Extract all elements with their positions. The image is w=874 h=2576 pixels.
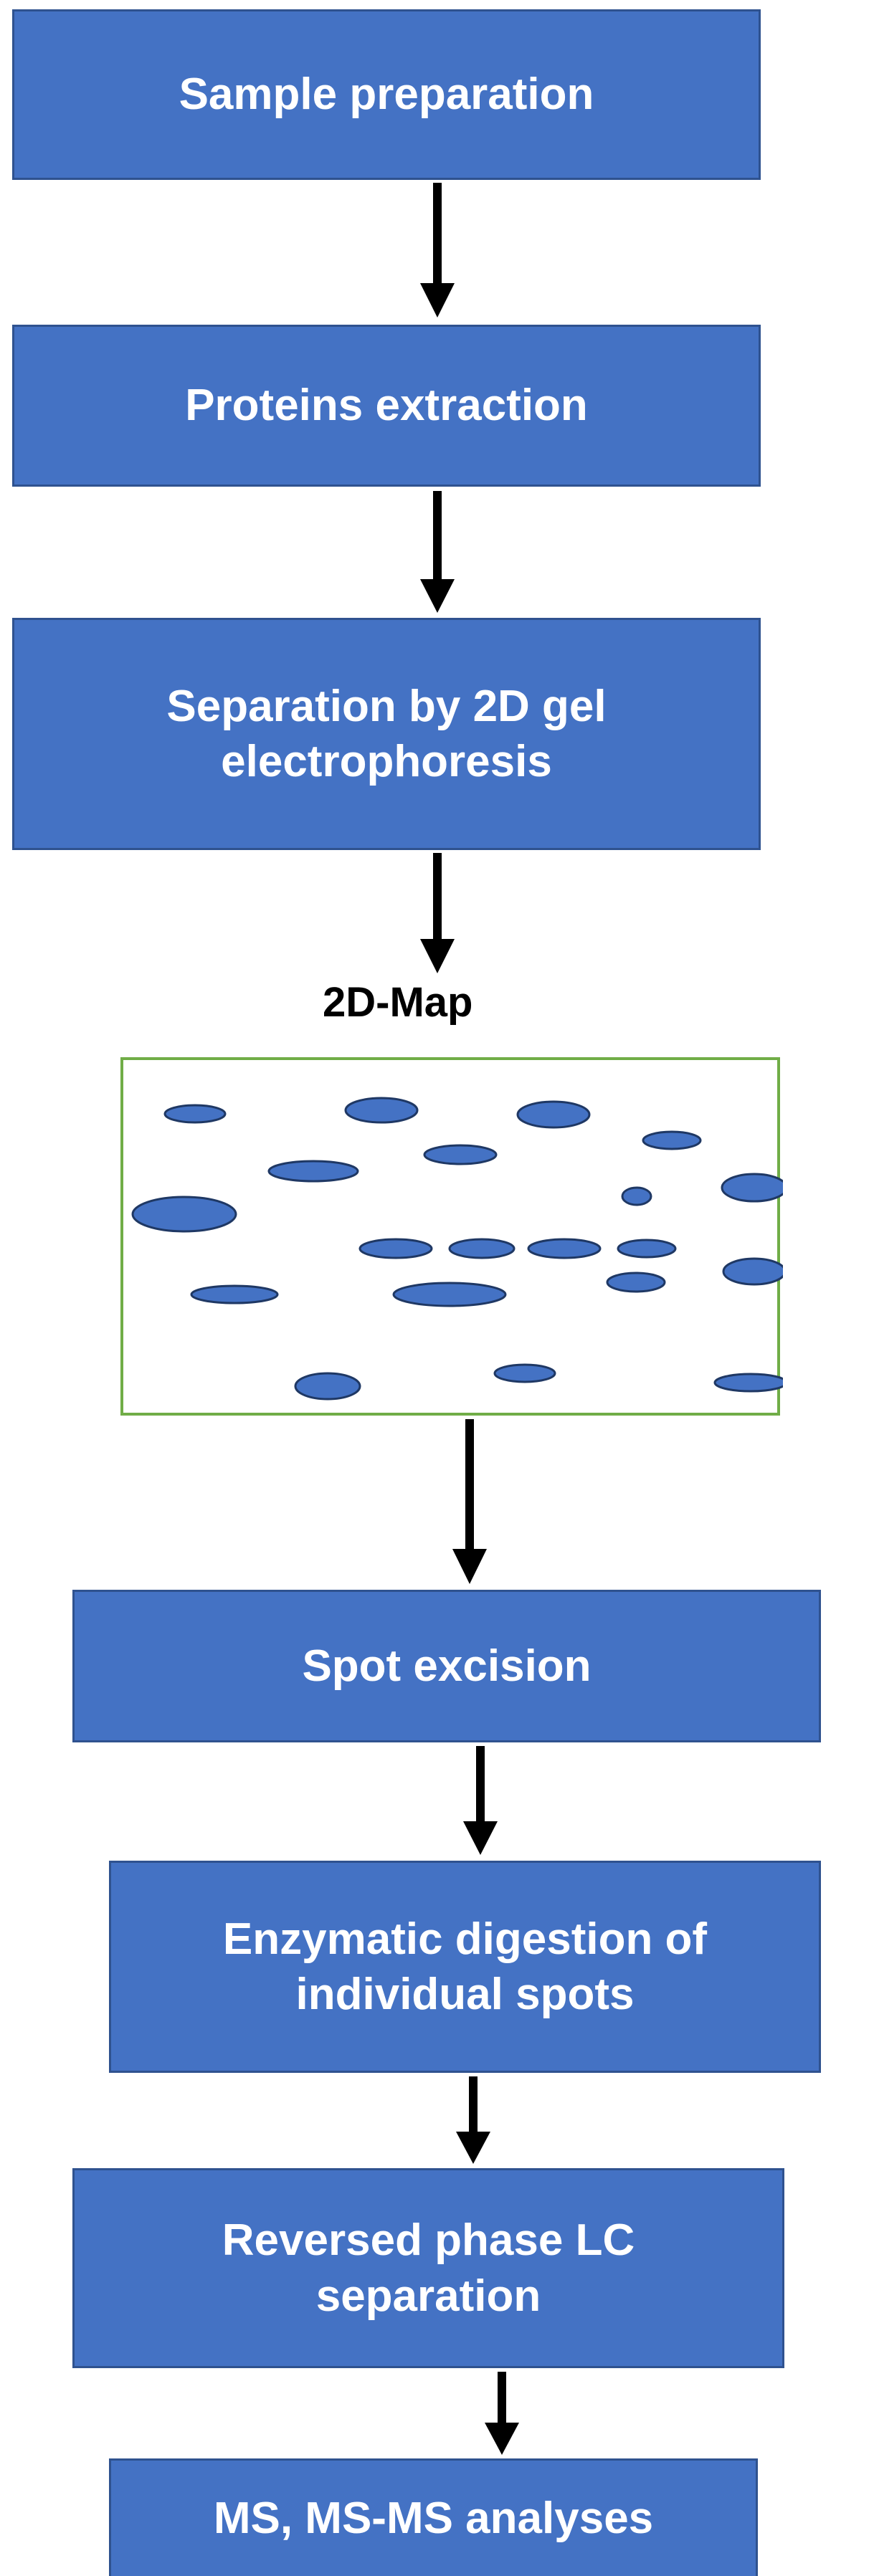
arrow-down-4: [452, 1419, 487, 1584]
arrow-down-5: [463, 1746, 498, 1855]
protein-spot: [163, 1104, 227, 1124]
arrow-down-1: [420, 183, 455, 318]
protein-spot: [267, 1160, 359, 1183]
protein-spot: [516, 1100, 591, 1129]
protein-spot: [606, 1272, 666, 1293]
protein-spot: [190, 1284, 279, 1304]
protein-spot: [358, 1238, 433, 1259]
protein-spot: [621, 1186, 652, 1206]
step-label: Sample preparation: [179, 70, 594, 120]
protein-spot: [344, 1097, 419, 1124]
step-box-proteins-extraction: Proteins extraction: [12, 325, 761, 487]
protein-spot: [131, 1196, 237, 1233]
map-title: 2D-Map: [323, 979, 473, 1026]
protein-spot: [493, 1363, 556, 1383]
arrow-down-2: [420, 491, 455, 613]
protein-spot: [423, 1144, 498, 1165]
step-box-ms-analyses: MS, MS-MS analyses: [109, 2458, 758, 2576]
step-label: MS, MS-MS analyses: [213, 2493, 654, 2543]
protein-spot: [527, 1238, 602, 1259]
protein-spot: [294, 1372, 361, 1401]
step-box-2d-gel-separation: Separation by 2D gel electrophoresis: [12, 618, 761, 850]
protein-spot: [642, 1130, 702, 1150]
step-label: Reversed phase LC separation: [222, 2215, 635, 2321]
protein-spot: [392, 1282, 507, 1307]
step-box-enzymatic-digestion: Enzymatic digestion of individual spots: [109, 1861, 821, 2073]
step-label: Proteins extraction: [185, 381, 588, 431]
protein-spot: [713, 1373, 783, 1393]
step-box-reversed-phase-lc: Reversed phase LC separation: [72, 2168, 784, 2368]
2d-map-panel: [120, 1057, 783, 1416]
step-box-sample-preparation: Sample preparation: [12, 9, 761, 180]
arrow-down-7: [485, 2372, 519, 2455]
protein-spot: [448, 1238, 516, 1259]
step-label: Separation by 2D gel electrophoresis: [166, 681, 607, 787]
step-box-spot-excision: Spot excision: [72, 1590, 821, 1742]
arrow-down-6: [456, 2076, 490, 2164]
protein-spot: [722, 1257, 783, 1286]
arrow-down-3: [420, 853, 455, 973]
protein-spot: [617, 1239, 677, 1259]
step-label: Enzymatic digestion of individual spots: [222, 1914, 708, 2020]
protein-spot: [721, 1173, 783, 1203]
step-label: Spot excision: [302, 1641, 592, 1691]
2d-map-spots: [131, 1097, 783, 1401]
